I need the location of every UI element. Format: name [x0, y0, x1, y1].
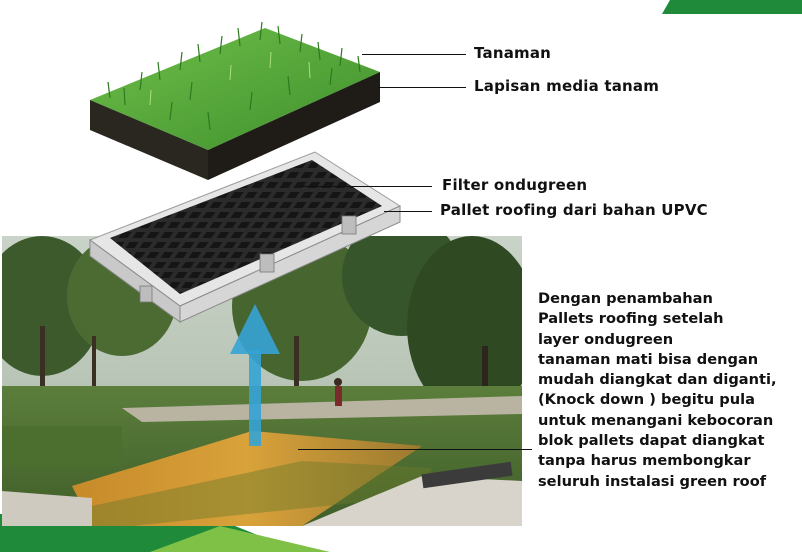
lapisan-pointer [378, 87, 466, 88]
description-line: mudah diangkat dan diganti, [538, 371, 777, 389]
description-line: tanaman mati bisa dengan [538, 350, 759, 368]
up-arrow-icon [230, 304, 280, 446]
green-roof-diagram [88, 21, 402, 323]
description-line: seluruh instalasi green roof [538, 472, 767, 490]
description-line: layer ondugreen [538, 330, 674, 348]
description-line: Dengan penambahan [538, 290, 713, 307]
grass-layer [90, 21, 380, 180]
filter-pointer [300, 186, 432, 187]
label-tanaman: Tanaman [474, 44, 552, 62]
tanaman-pointer [362, 54, 466, 55]
description-line: untuk menangani kebocoran [538, 411, 774, 429]
label-lapisan-media-tanam: Lapisan media tanam [474, 77, 660, 95]
park-photo [2, 236, 522, 526]
top-right-green-band [662, 0, 802, 14]
label-pallet-roofing: Pallet roofing dari bahan UPVC [440, 201, 708, 219]
description-line: blok pallets dapat diangkat [538, 432, 765, 450]
pallet-layer [88, 151, 402, 323]
label-filter-ondugreen: Filter ondugreen [442, 176, 588, 194]
description-line: tanpa harus membongkar [538, 452, 751, 470]
bed-pointer [298, 449, 532, 450]
pallet-pointer [384, 211, 432, 212]
description-text: Dengan penambahan Pallets roofing setela… [538, 289, 800, 492]
description-line: (Knock down ) begitu pula [538, 391, 755, 409]
description-line: Pallets roofing setelah [538, 310, 724, 328]
